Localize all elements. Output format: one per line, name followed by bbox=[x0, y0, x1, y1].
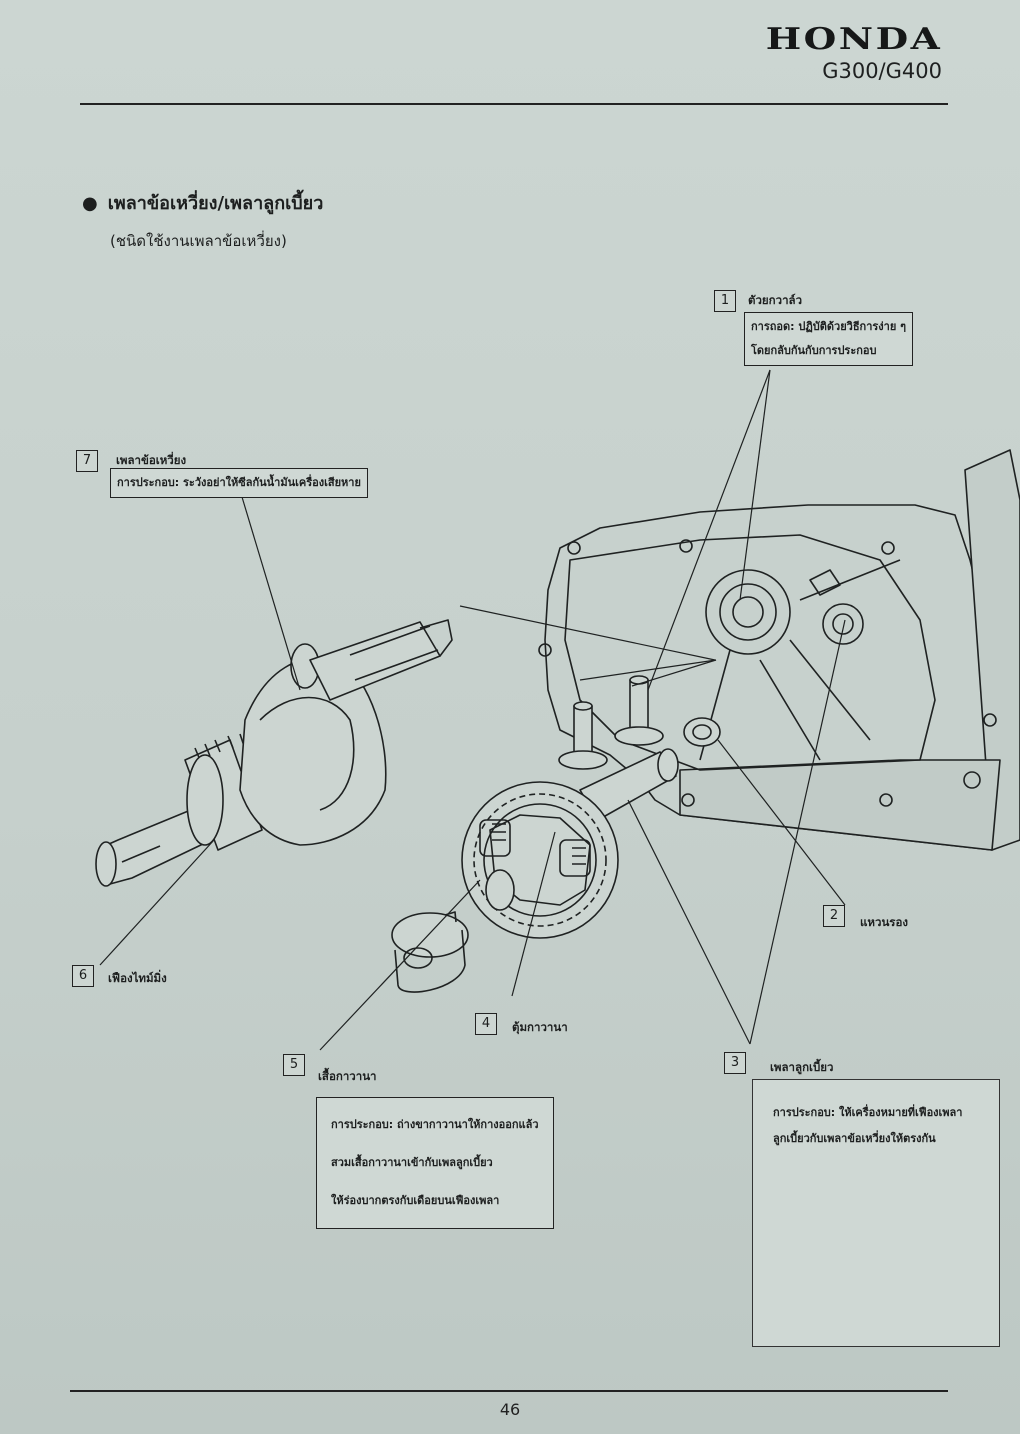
note-line: การประกอบ: ให้เครื่องหมายที่เฟืองเพลา bbox=[773, 1106, 963, 1119]
honda-logo: HONDA bbox=[765, 22, 942, 57]
callout-number-1: 1 bbox=[714, 290, 736, 312]
callout-label-washer: แหวนรอง bbox=[860, 915, 909, 929]
header-divider bbox=[80, 103, 948, 105]
callout-label-crankshaft: เพลาข้อเหวี่ยง bbox=[116, 453, 187, 467]
callout-number-5: 5 bbox=[283, 1054, 305, 1076]
brand-header: HONDA G300/G400 bbox=[765, 22, 942, 83]
callout-number-7: 7 bbox=[76, 450, 98, 472]
note-valve-lifter: การถอด: ปฏิบัติด้วยวิธีการง่าย ๆ โดยกลับ… bbox=[744, 312, 914, 366]
crankshaft-illustration bbox=[95, 619, 453, 887]
callout-label-governor-sleeve: เสื้อกาวานา bbox=[318, 1069, 377, 1083]
model-number: G300/G400 bbox=[822, 59, 942, 83]
page-number: 46 bbox=[499, 1400, 521, 1419]
washer-illustration bbox=[683, 717, 721, 747]
leader-lines bbox=[99, 369, 846, 1051]
callout-number-3: 3 bbox=[724, 1052, 746, 1074]
note-crankshaft: การประกอบ: ระวังอย่าให้ซีลกันน้ำมันเครื่… bbox=[110, 468, 368, 498]
note-line: การประกอบ: ระวังอย่าให้ซีลกันน้ำมันเครื่… bbox=[117, 476, 361, 489]
inset-camshaft-alignment: การประกอบ: ให้เครื่องหมายที่เฟืองเพลา ลู… bbox=[752, 1079, 1000, 1347]
note-line: ลูกเบี้ยวกับเพลาข้อเหวี่ยงให้ตรงกัน bbox=[773, 1132, 936, 1145]
callout-number-4: 4 bbox=[475, 1013, 497, 1035]
note-line: สวมเสื้อกาวานาเข้ากับเพลลูกเบี้ยว bbox=[331, 1156, 493, 1169]
section-subtitle: (ชนิดใช้งานเพลาข้อเหวี่ยง) bbox=[110, 232, 287, 250]
note-governor-sleeve: การประกอบ: ถ่างขากาวานาให้กางออกแล้ว สวม… bbox=[316, 1097, 554, 1229]
bullet-icon: ● bbox=[82, 193, 98, 214]
callout-label-valve-lifter: ตัวยกวาล์ว bbox=[748, 293, 803, 307]
section-title-text: เพลาข้อเหวี่ยง/เพลาลูกเบี้ยว bbox=[107, 193, 324, 214]
note-line: การถอด: ปฏิบัติด้วยวิธีการง่าย ๆ bbox=[751, 320, 907, 333]
note-line: การประกอบ: ถ่างขากาวานาให้กางออกแล้ว bbox=[331, 1118, 539, 1131]
callout-label-timing-gear: เฟืองไทม์มิ่ง bbox=[108, 971, 167, 985]
callout-label-camshaft: เพลาลูกเบี้ยว bbox=[770, 1060, 834, 1074]
section-title: ● เพลาข้อเหวี่ยง/เพลาลูกเบี้ยว bbox=[82, 188, 323, 217]
note-line: ให้ร่องบากตรงกับเดือยบนเฟืองเพลา bbox=[331, 1194, 500, 1207]
governor-sleeve-illustration bbox=[391, 911, 469, 993]
note-line: โดยกลับกันกับการประกอบ bbox=[751, 344, 877, 357]
note-camshaft: การประกอบ: ให้เครื่องหมายที่เฟืองเพลา ลู… bbox=[773, 1100, 962, 1152]
callout-number-6: 6 bbox=[72, 965, 94, 987]
callout-number-2: 2 bbox=[823, 905, 845, 927]
footer-divider bbox=[70, 1390, 948, 1392]
camshaft-illustration bbox=[461, 748, 679, 939]
callout-label-governor-weight: ตุ้มกาวานา bbox=[512, 1020, 568, 1034]
